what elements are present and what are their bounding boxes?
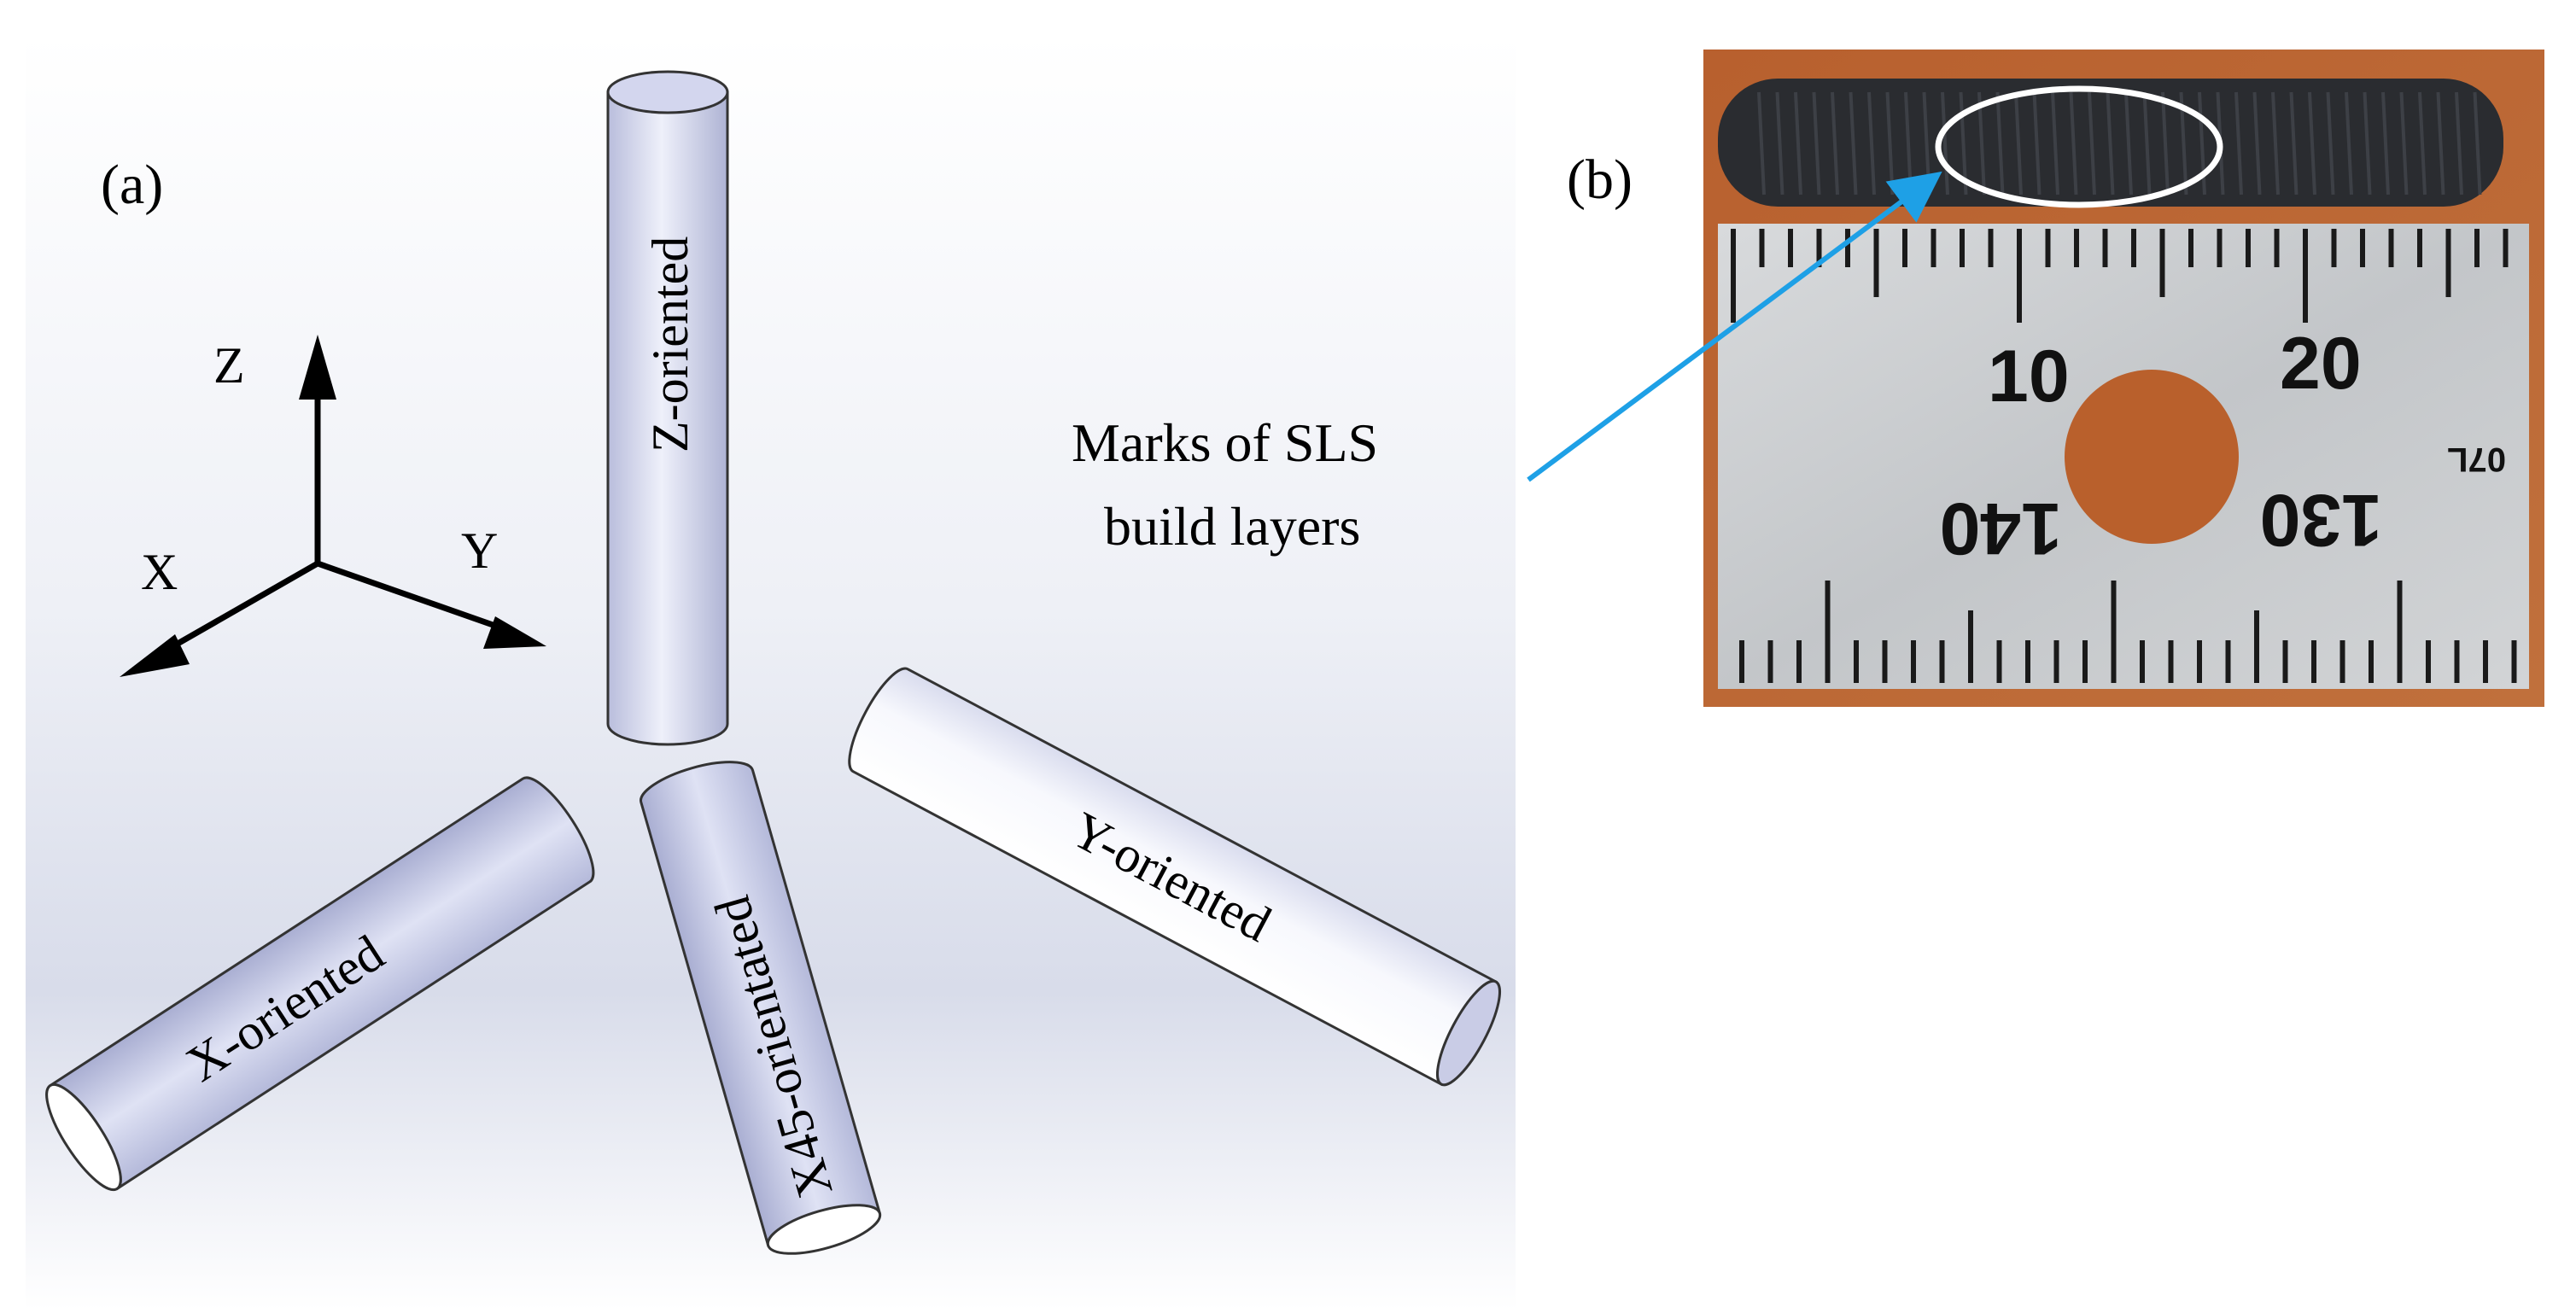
layer-mark: [2069, 91, 2078, 195]
x-arrowhead-icon: [120, 634, 190, 677]
ruler-mark-07l: 07L: [2447, 441, 2506, 478]
layer-mark: [2381, 91, 2390, 195]
layer-mark: [2142, 91, 2152, 195]
ruler-number-10: 10: [1988, 336, 2070, 417]
layer-mark: [1812, 91, 1821, 195]
x-axis-label: X: [141, 544, 178, 600]
y-axis-label: Y: [461, 522, 498, 579]
y-axis-arrow: [316, 560, 514, 635]
panel-b-label: (b): [1567, 149, 1633, 211]
ruler-hole: [2065, 370, 2239, 544]
layer-mark: [2436, 91, 2445, 195]
layer-mark: [2271, 91, 2280, 195]
annotation-line-2: build layers: [1104, 496, 1360, 557]
layer-mark: [1995, 91, 2005, 195]
layer-mark: [2234, 91, 2243, 195]
layer-mark: [2014, 91, 2023, 195]
panel-a-label: (a): [101, 154, 163, 216]
ruler-number-130: 130: [2260, 479, 2383, 561]
layer-mark: [2088, 91, 2096, 195]
ruler-number-20: 20: [2280, 323, 2362, 405]
layer-mark: [2252, 91, 2262, 195]
layer-mark: [2289, 91, 2299, 195]
highlight-ellipse: [1935, 85, 2223, 208]
pointer-arrow: [1527, 171, 1942, 482]
ruler-ticks: [1731, 229, 2517, 683]
rod-z-label: Z-oriented: [642, 236, 698, 452]
layer-mark: [2124, 91, 2133, 195]
layer-mark: [1849, 91, 1858, 195]
layer-mark: [1831, 91, 1839, 195]
layer-mark: [2326, 91, 2335, 195]
z-axis-label: Z: [213, 337, 245, 394]
layer-mark: [1757, 91, 1766, 195]
layer-mark: [2051, 91, 2059, 195]
layer-mark: [1794, 91, 1802, 195]
layer-mark: [2455, 91, 2463, 195]
layer-mark: [1977, 91, 1986, 195]
layer-mark: [1867, 91, 1876, 195]
rod-z: Z-oriented: [606, 70, 729, 746]
layer-mark: [2363, 91, 2372, 195]
layer-mark: [2308, 91, 2316, 195]
layer-mark: [2106, 91, 2115, 195]
z-arrowhead-icon: [299, 335, 336, 400]
sample-photo: 10 20 140 130 07L: [1703, 50, 2544, 707]
build-layer-marks: [1757, 91, 2482, 195]
layer-mark: [2161, 91, 2170, 195]
y-arrowhead-icon: [483, 616, 546, 649]
rod-x: X-oriented: [45, 776, 595, 1192]
annotation-line-1: Marks of SLS: [1072, 412, 1378, 473]
x-axis-arrow: [152, 560, 319, 661]
axis-triad: [152, 376, 514, 661]
ruler-number-140: 140: [1940, 487, 2063, 569]
layer-mark: [2418, 91, 2427, 195]
panel-b: (b) Marks of SLS build layers 10 20 140 …: [1072, 50, 2544, 707]
layer-mark: [2473, 91, 2482, 195]
layer-mark: [2345, 91, 2353, 195]
layer-mark: [1941, 91, 1949, 195]
layer-mark: [1775, 91, 1785, 195]
layer-mark: [2399, 91, 2409, 195]
layer-mark: [2032, 91, 2042, 195]
panel-a: (a) Z X Y Z-oriented X-oriented X: [26, 34, 1516, 1310]
